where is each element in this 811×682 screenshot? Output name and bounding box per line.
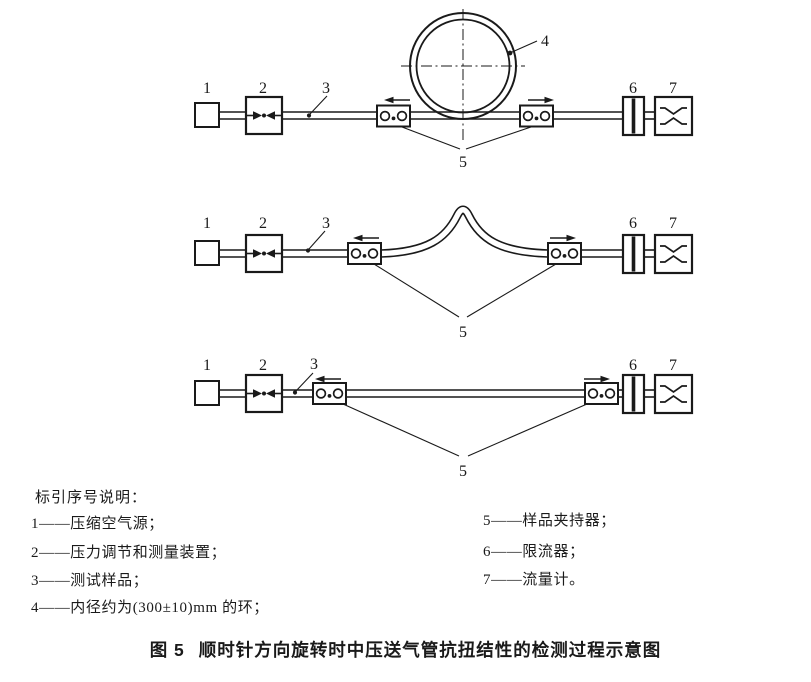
part-label-5: 5 (459, 463, 467, 480)
tube-line (219, 111, 655, 120)
leader-dot (306, 113, 312, 118)
part-label-1: 1 (203, 357, 211, 374)
pressure-regulator-symbol (244, 233, 284, 274)
pull-arrow-right-icon (583, 374, 611, 384)
sample-clamp-left (376, 104, 411, 128)
legend-item-6: 6——限流器； (483, 544, 585, 560)
part-label-6: 6 (629, 357, 637, 374)
pressure-regulator-symbol (244, 95, 284, 136)
diagram-stage-straight: 1 2 3 5 6 7 (194, 356, 694, 480)
flow-restrictor-symbol (621, 233, 646, 275)
legend-item-2: 2——压力调节和测量装置； (31, 545, 227, 561)
sample-clamp-left (312, 382, 347, 405)
part-label-3: 3 (322, 80, 330, 97)
part-label-2: 2 (259, 80, 267, 97)
legend-item-5: 5——样品夹持器； (483, 513, 616, 529)
air-source-symbol (194, 240, 220, 266)
part-label-2: 2 (259, 357, 267, 374)
tube-line (219, 249, 655, 258)
legend-item-1: 1——压缩空气源； (31, 516, 164, 532)
part-label-6: 6 (629, 215, 637, 232)
sample-clamp-right (547, 242, 582, 265)
part-label-7: 7 (669, 80, 677, 97)
pull-arrow-left-icon (383, 95, 411, 105)
part-label-2: 2 (259, 215, 267, 232)
leader-dot (305, 248, 311, 253)
part-label-5: 5 (459, 154, 467, 171)
sample-clamp-right (584, 382, 619, 405)
pressure-regulator-symbol (244, 373, 284, 414)
figure-title: 顺时针方向旋转时中压送气管抗扭结性的检测过程示意图 (198, 640, 662, 660)
legend-item-4: 4——内径约为(300±10)mm 的环； (31, 600, 269, 616)
part-label-3: 3 (310, 356, 318, 373)
flow-restrictor-symbol (621, 95, 646, 137)
leader-lines (295, 372, 588, 457)
flow-meter-symbol (653, 233, 694, 275)
pull-arrow-right-icon (527, 95, 555, 105)
legend-item-7: 7——流量计。 (483, 572, 585, 588)
figure-number: 图 5 (149, 640, 185, 660)
flow-meter-symbol (653, 373, 694, 415)
sample-clamp-left (347, 242, 382, 265)
flow-restrictor-symbol (621, 373, 646, 415)
figure-caption: 图 5 顺时针方向旋转时中压送气管抗扭结性的检测过程示意图 (0, 637, 811, 662)
part-label-5: 5 (459, 324, 467, 341)
part-label-7: 7 (669, 215, 677, 232)
tube-line (219, 389, 655, 398)
air-source-symbol (194, 102, 220, 128)
diagram-stage-kink: 1 2 3 5 6 7 (194, 205, 694, 341)
part-label-1: 1 (203, 80, 211, 97)
legend-item-3: 3——测试样品； (31, 573, 149, 589)
tube-kink-loop (380, 205, 549, 258)
ring-centerlines (401, 9, 525, 142)
part-label-3: 3 (322, 215, 330, 232)
leader-lines (308, 230, 557, 318)
sample-clamp-right (519, 104, 554, 128)
part-label-6: 6 (629, 80, 637, 97)
pull-arrow-right-icon (549, 233, 577, 243)
flow-meter-symbol (653, 95, 694, 137)
legend-title: 标引序号说明： (35, 490, 148, 506)
part-label-1: 1 (203, 215, 211, 232)
leader-dot (292, 390, 298, 395)
diagram-stage-ring: 1 2 3 4 5 6 7 (194, 9, 694, 171)
pull-arrow-left-icon (314, 374, 342, 384)
pull-arrow-left-icon (352, 233, 380, 243)
air-source-symbol (194, 380, 220, 406)
leader-dot (507, 50, 513, 56)
part-label-4: 4 (541, 33, 549, 50)
part-label-7: 7 (669, 357, 677, 374)
leader-lines (309, 40, 538, 150)
